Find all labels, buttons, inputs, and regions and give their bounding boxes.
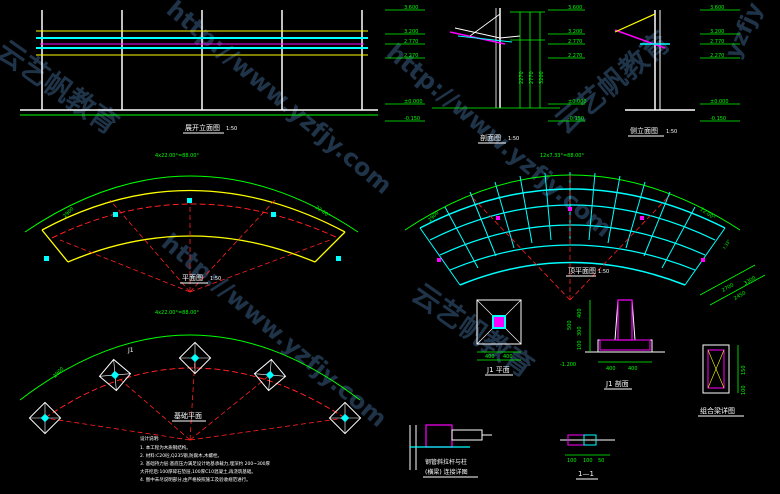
beam-detail: 150 100 组合梁详图 (698, 344, 747, 417)
svg-text:3200: 3200 (539, 71, 545, 84)
svg-text:4x22.00°=88.00°: 4x22.00°=88.00° (155, 153, 199, 159)
svg-text:3.200: 3.200 (568, 29, 582, 35)
svg-text:±0.000: ±0.000 (404, 99, 423, 105)
svg-text:±0.000: ±0.000 (710, 99, 729, 105)
svg-text:3.200: 3.200 (404, 29, 418, 35)
top-plan-view: 12x7.33°=88.00° 2900 22.00° 7.33° 2700 2… (404, 153, 766, 306)
svg-text:400: 400 (485, 354, 495, 360)
plan-column-marks (44, 198, 341, 261)
svg-text:12x7.33°=88.00°: 12x7.33°=88.00° (540, 153, 584, 159)
plan-view: 4x22.00°=88.00° 2900 22.00° 平面图 1:50 (24, 153, 359, 293)
side-section: 2270 2770 3200 3.600 3.200 2.770 2.270 ±… (432, 5, 587, 144)
connection-detail-title-1: 钢管斜拉杆与柱 (425, 458, 467, 466)
side-elevation: 3.600 3.200 2.770 2.270 ±0.000 -0.150 侧立… (614, 5, 740, 137)
connection-detail-title-2: (横梁) 连接详图 (425, 468, 468, 476)
svg-text:4x22.00°=88.00°: 4x22.00°=88.00° (155, 310, 199, 316)
connection-detail: 钢管斜拉杆与柱 (横梁) 连接详图 (409, 424, 492, 478)
svg-text:400: 400 (628, 366, 638, 372)
svg-text:7.33°: 7.33° (722, 239, 732, 251)
svg-text:-1.200: -1.200 (560, 362, 576, 368)
svg-text:-0.150: -0.150 (568, 116, 584, 122)
notes-title: 设计说明: (140, 435, 160, 442)
side-section-title: 剖面图 (480, 133, 501, 142)
notes-line: 3. 基础持力层:基底压力满足设计地基承载力,埋深约 200~300厚 (140, 460, 271, 467)
svg-text:2.270: 2.270 (568, 53, 582, 59)
notes-line: 1. 本工程为木质钢结构。 (140, 444, 191, 451)
j1-plan-title: J1 平面 (486, 366, 510, 374)
svg-text:400: 400 (577, 308, 583, 318)
front-elevation: 3.600 3.200 2.770 2.270 ±0.000 -0.150 展开… (20, 5, 425, 134)
notes-line: 2. 材料:C20砼,Q235钢,防腐木,木螺栓。 (140, 452, 222, 459)
svg-text:400: 400 (503, 354, 513, 360)
svg-text:100: 100 (741, 385, 747, 395)
svg-text:±0.000: ±0.000 (568, 99, 587, 105)
beam-detail-title: 组合梁详图 (700, 406, 735, 415)
svg-text:3.600: 3.600 (568, 5, 582, 11)
notes-line: 4. 图中未尽说明部分,由严格按照施工及验收规范进行。 (140, 476, 251, 483)
foundation-footings (28, 341, 362, 435)
svg-text:2450: 2450 (733, 290, 747, 302)
svg-text:100: 100 (567, 458, 577, 464)
front-elevation-title: 展开立面图 (185, 123, 220, 132)
svg-text:3.200: 3.200 (710, 29, 724, 35)
svg-text:300: 300 (577, 326, 583, 336)
notes-line: 大开挖后:100厚碎石垫层,100厚C10混凝土,再浇筑基础。 (140, 468, 256, 475)
front-elevation-scale: 1:50 (226, 126, 237, 132)
top-plan-title: 顶平面图 (568, 267, 596, 275)
plan-scale: 1:50 (210, 276, 221, 282)
section-1-1-title: 1—1 (578, 470, 594, 478)
side-elevation-scale: 1:50 (666, 129, 677, 135)
svg-text:100: 100 (577, 340, 583, 350)
svg-text:2.270: 2.270 (404, 53, 418, 59)
svg-text:-0.150: -0.150 (710, 116, 726, 122)
svg-text:2.770: 2.770 (404, 39, 418, 45)
svg-text:500: 500 (567, 320, 573, 330)
design-notes: 设计说明: 1. 本工程为木质钢结构。 2. 材料:C20砼,Q235钢,防腐木… (140, 435, 271, 483)
foundation-plan: 4x22.00°=88.00° 2900 J1 基础平面 (19, 310, 362, 441)
svg-text:400: 400 (606, 366, 616, 372)
side-section-scale: 1:50 (508, 136, 519, 142)
j1-section-detail: 400 400 -1.200 100 300 400 500 J1 剖面 (560, 299, 665, 390)
svg-text:3.600: 3.600 (710, 5, 724, 11)
svg-text:2700: 2700 (721, 282, 735, 294)
plan-title: 平面图 (182, 274, 203, 282)
svg-text:150: 150 (741, 365, 747, 375)
svg-text:2270: 2270 (519, 71, 525, 84)
section-1-1: 100 100 50 1—1 (560, 434, 615, 480)
svg-text:2.270: 2.270 (710, 53, 724, 59)
svg-text:50: 50 (598, 458, 604, 464)
svg-text:2770: 2770 (529, 71, 535, 84)
svg-text:2.770: 2.770 (710, 39, 724, 45)
svg-text:-0.150: -0.150 (404, 116, 420, 122)
side-elevation-title: 侧立面图 (630, 126, 658, 135)
svg-text:3300: 3300 (743, 275, 757, 287)
foundation-plan-title: 基础平面 (174, 411, 202, 420)
j1-plan-detail: 400 400 J1 平面 (476, 299, 522, 376)
j1-section-title: J1 剖面 (605, 379, 629, 388)
top-plan-scale: 1:50 (598, 269, 609, 275)
svg-text:3.600: 3.600 (404, 5, 418, 11)
svg-text:J1: J1 (127, 347, 134, 354)
svg-text:100: 100 (583, 458, 593, 464)
svg-text:2.770: 2.770 (568, 39, 582, 45)
